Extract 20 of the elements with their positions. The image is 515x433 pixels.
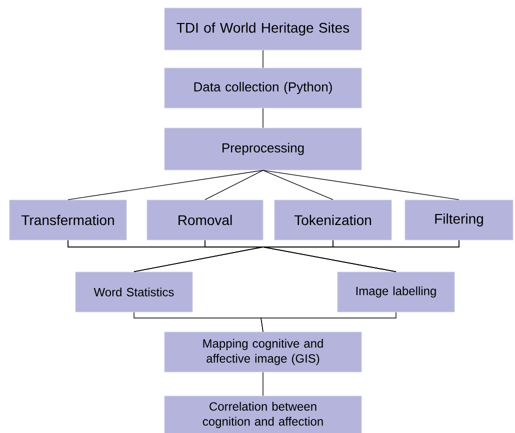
connector-line [204, 170, 264, 200]
process-box: Tokenization [274, 200, 392, 240]
connector-line [262, 170, 460, 200]
connector-line [262, 170, 334, 200]
connector-line [262, 108, 264, 128]
connector-line [260, 312, 396, 332]
process-box: Word Statistics [75, 272, 193, 312]
process-box: TDI of World Heritage Sites [164, 8, 362, 50]
connector-line [262, 240, 460, 272]
connector-line [262, 372, 264, 396]
process-box: Preprocessing [164, 128, 362, 170]
process-box: Correlation between cognition and affection [164, 396, 362, 433]
process-box: Transfermation [9, 200, 127, 240]
connector-line [262, 50, 264, 68]
connector-line [68, 170, 264, 200]
process-box: Romoval [146, 200, 264, 240]
process-box: Image labelling [337, 272, 455, 312]
process-box: Data collection (Python) [164, 68, 362, 108]
process-box: Filtering [404, 200, 514, 240]
process-box: Mapping cognitive and affective image (GIS) [164, 332, 362, 372]
